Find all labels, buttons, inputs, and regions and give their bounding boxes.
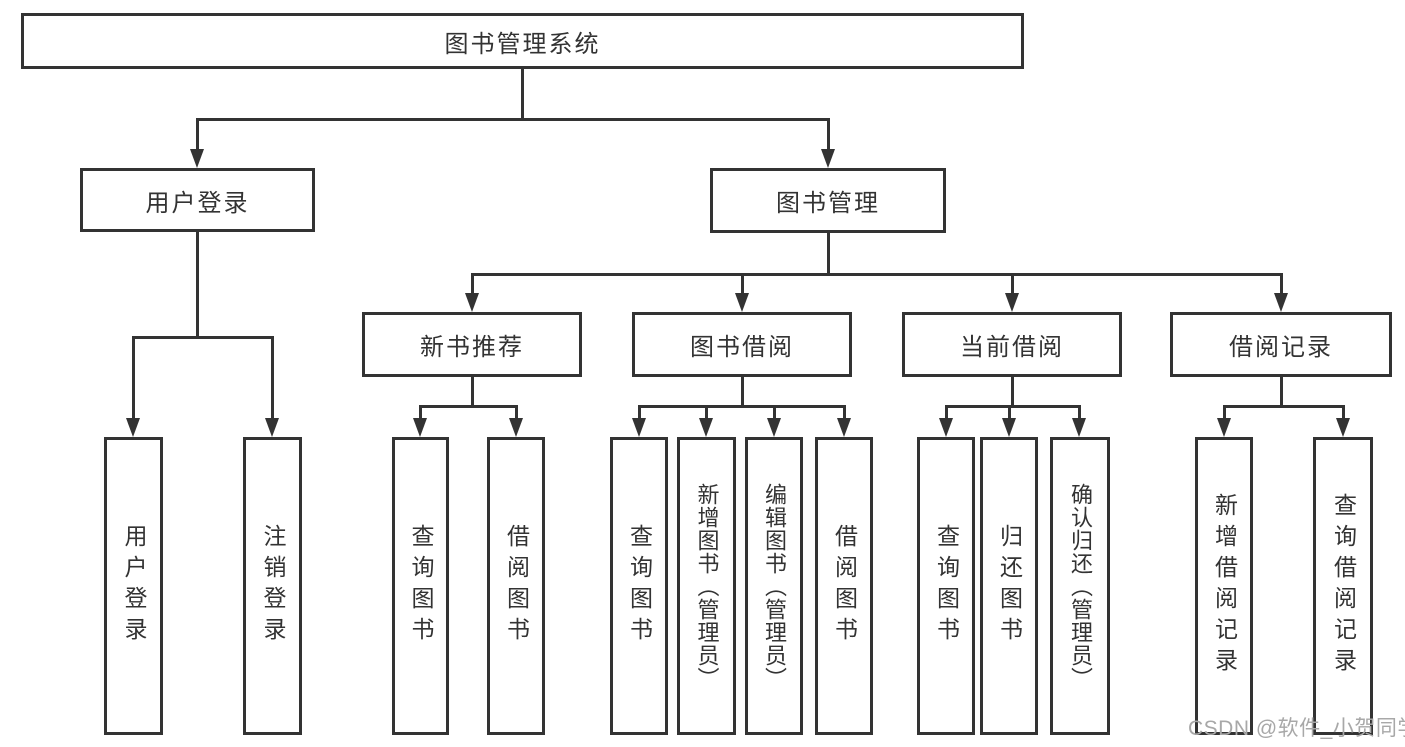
connector-borrowing-records-crossbar [1223,405,1344,408]
leaf-query-books-1-label: 查询图书 [408,524,434,648]
connector-user-login-stem [196,232,199,336]
watermark: CSDN @软件_小贺同学 [1188,717,1405,740]
node-root-label: 图书管理系统 [444,30,601,58]
connector-to-leaf-edit-books [773,405,776,419]
leaf-borrow-books-1-label: 借阅图书 [503,524,530,648]
connector-to-borrowing-records [1280,273,1283,294]
arrowhead-to-leaf-borrow-books-2-icon [837,418,851,437]
leaf-add-borrow-record-label: 新增借阅记录 [1211,493,1238,679]
leaf-query-books-3-label: 查询图书 [933,524,960,648]
leaf-add-books-admin: 新增图书（管理员） [677,437,736,735]
leaf-return-books: 归还图书 [980,437,1038,735]
connector-to-leaf-logout [271,336,274,419]
connector-new-book-stem [471,377,474,405]
connector-book-borrowing-crossbar [638,405,846,408]
connector-root-stem [521,69,524,118]
connector-to-user-login [196,118,199,150]
arrowhead-to-current-borrowing-icon [1005,293,1019,312]
connector-current-borrowing-stem [1011,377,1014,405]
node-root: 图书管理系统 [21,13,1024,69]
leaf-user-login-label: 用户登录 [121,524,147,648]
node-user-login: 用户登录 [80,168,315,232]
connector-user-login-crossbar [132,336,274,339]
connector-to-new-book-recommend [471,273,474,294]
arrowhead-to-leaf-edit-books-icon [767,418,781,437]
leaf-add-books-admin-label: 新增图书（管理员） [694,482,720,690]
leaf-logout: 注销登录 [243,437,302,735]
connector-to-leaf-confirm-return [1078,405,1081,419]
leaf-query-books-2-label: 查询图书 [626,524,653,648]
leaf-query-books-1: 查询图书 [392,437,449,735]
leaf-return-books-label: 归还图书 [996,524,1023,648]
connector-to-leaf-borrow-books-2 [843,405,846,419]
arrowhead-to-leaf-user-login-icon [126,418,140,437]
connector-to-leaf-query-books-2 [638,405,641,419]
connector-to-leaf-query-books-1 [419,405,422,419]
connector-to-leaf-query-record [1342,405,1345,419]
connector-borrowing-records-stem [1280,377,1283,405]
node-book-management-label: 图书管理 [776,190,880,217]
arrowhead-to-leaf-confirm-return-icon [1072,418,1086,437]
arrowhead-to-leaf-add-books-icon [699,418,713,437]
leaf-borrow-books-2-label: 借阅图书 [831,524,858,648]
node-borrowing-records-label: 借阅记录 [1229,334,1333,361]
leaf-query-books-3: 查询图书 [917,437,975,735]
node-book-borrowing: 图书借阅 [632,312,852,377]
connector-current-borrowing-crossbar [945,405,1080,408]
node-new-book-recommend-label: 新书推荐 [420,334,524,361]
arrowhead-to-user-login-icon [190,149,204,168]
connector-to-leaf-borrow-books-1 [515,405,518,419]
arrowhead-to-book-management-icon [821,149,835,168]
arrowhead-to-new-book-recommend-icon [465,293,479,312]
arrowhead-to-leaf-query-books-3-icon [939,418,953,437]
node-current-borrowing: 当前借阅 [902,312,1122,377]
connector-to-leaf-query-books-3 [945,405,948,419]
arrowhead-to-leaf-add-record-icon [1217,418,1231,437]
leaf-query-borrow-record-label: 查询借阅记录 [1330,493,1357,679]
connector-to-leaf-add-record [1223,405,1226,419]
node-new-book-recommend: 新书推荐 [362,312,582,377]
leaf-user-login: 用户登录 [104,437,163,735]
arrowhead-to-leaf-return-books-icon [1002,418,1016,437]
connector-to-current-borrowing [1011,273,1014,294]
leaf-query-borrow-record: 查询借阅记录 [1313,437,1373,735]
node-book-borrowing-label: 图书借阅 [690,334,794,361]
leaf-confirm-return-admin: 确认归还（管理员） [1050,437,1110,735]
node-book-management: 图书管理 [710,168,946,233]
arrowhead-to-borrowing-records-icon [1274,293,1288,312]
connector-root-crossbar [196,118,829,121]
leaf-confirm-return-admin-label: 确认归还（管理员） [1068,482,1093,690]
leaf-borrow-books-2: 借阅图书 [815,437,873,735]
leaf-logout-label: 注销登录 [260,524,286,648]
leaf-edit-books-admin-label: 编辑图书（管理员） [762,482,787,690]
connector-to-leaf-add-books [705,405,708,419]
leaf-add-borrow-record: 新增借阅记录 [1195,437,1253,735]
connector-to-leaf-return-books [1008,405,1011,419]
node-current-borrowing-label: 当前借阅 [960,334,1064,361]
leaf-borrow-books-1: 借阅图书 [487,437,545,735]
connector-book-management-stem [827,233,830,273]
connector-to-book-management [827,118,830,150]
connector-book-borrowing-stem [741,377,744,405]
node-user-login-label: 用户登录 [145,189,250,217]
arrowhead-to-leaf-logout-icon [265,418,279,437]
connector-to-leaf-user-login [132,336,135,419]
connector-new-book-crossbar [419,405,518,408]
leaf-edit-books-admin: 编辑图书（管理员） [745,437,803,735]
arrowhead-to-leaf-borrow-books-1-icon [509,418,523,437]
connector-to-book-borrowing [741,273,744,294]
connector-book-management-crossbar [471,273,1282,276]
arrowhead-to-leaf-query-record-icon [1336,418,1350,437]
node-borrowing-records: 借阅记录 [1170,312,1392,377]
arrowhead-to-leaf-query-books-1-icon [413,418,427,437]
arrowhead-to-book-borrowing-icon [735,293,749,312]
arrowhead-to-leaf-query-books-2-icon [632,418,646,437]
leaf-query-books-2: 查询图书 [610,437,668,735]
